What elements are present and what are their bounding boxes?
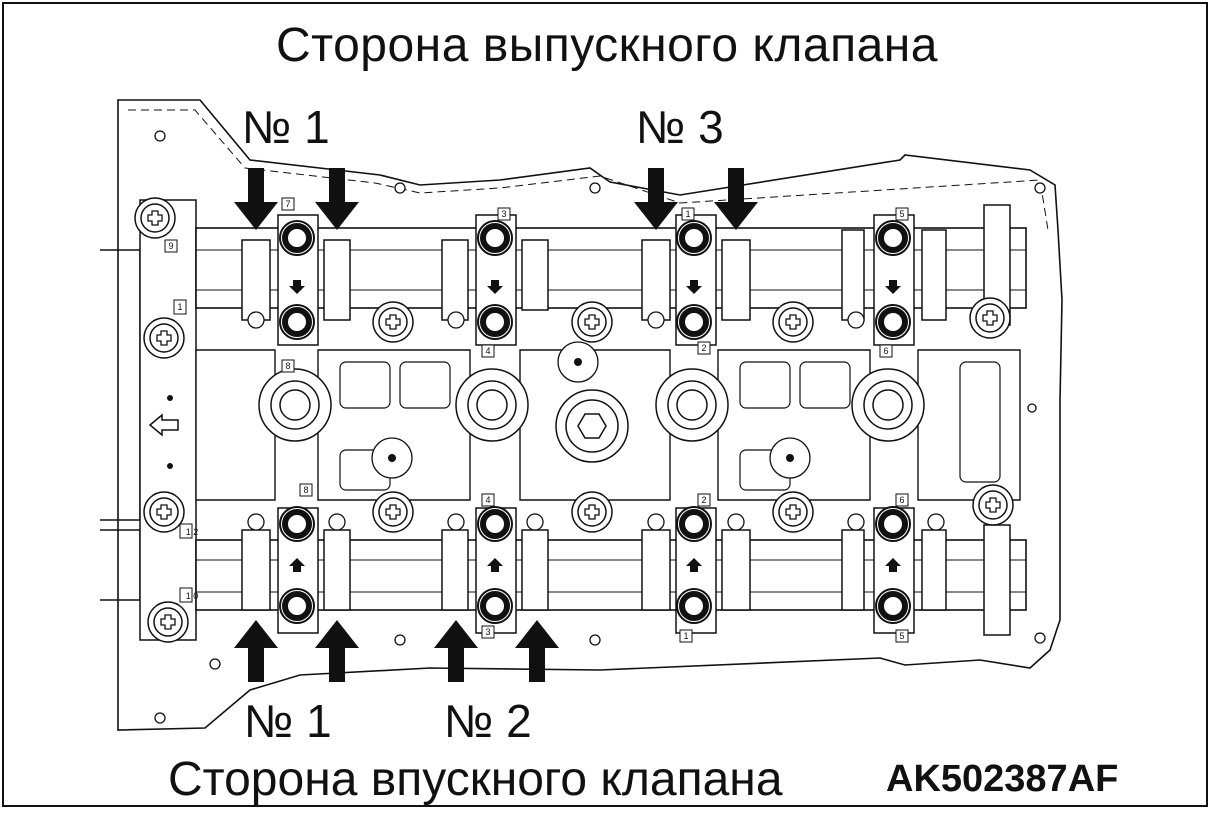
cap-mark: 6 xyxy=(883,346,888,356)
intake-callout-no2: № 2 xyxy=(444,695,532,747)
cap-mark: 3 xyxy=(485,627,490,637)
exhaust-callout-no1: № 1 xyxy=(242,101,330,153)
cap-mark: 2 xyxy=(701,343,706,353)
cap-mark: 8 xyxy=(303,485,308,495)
exhaust-side-label: Сторона выпускного клапана xyxy=(275,19,938,72)
cap-mark: 2 xyxy=(701,495,706,505)
cap-mark: 1 0 xyxy=(186,591,199,601)
cap-mark: 6 xyxy=(899,495,904,505)
cap-mark: 5 xyxy=(899,209,904,219)
exhaust-callout-no3: № 3 xyxy=(636,101,724,153)
cap-mark: 1 2 xyxy=(186,527,199,537)
cap-mark: 1 xyxy=(177,302,182,312)
cap-mark: 4 xyxy=(485,346,490,356)
figure-code: AK502387AF xyxy=(886,758,1119,800)
cap-mark: 7 xyxy=(285,199,290,209)
cap-mark: 5 xyxy=(899,631,904,641)
intake-side-label: Сторона впускного клапана xyxy=(168,753,783,806)
cap-mark: 4 xyxy=(485,495,490,505)
intake-callout-no1: № 1 xyxy=(244,695,332,747)
cap-mark: 8 xyxy=(285,361,290,371)
cap-mark: 3 xyxy=(501,209,506,219)
cap-mark: 9 xyxy=(168,241,173,251)
cap-mark: 1 xyxy=(683,631,688,641)
cap-mark: 1 xyxy=(685,209,690,219)
